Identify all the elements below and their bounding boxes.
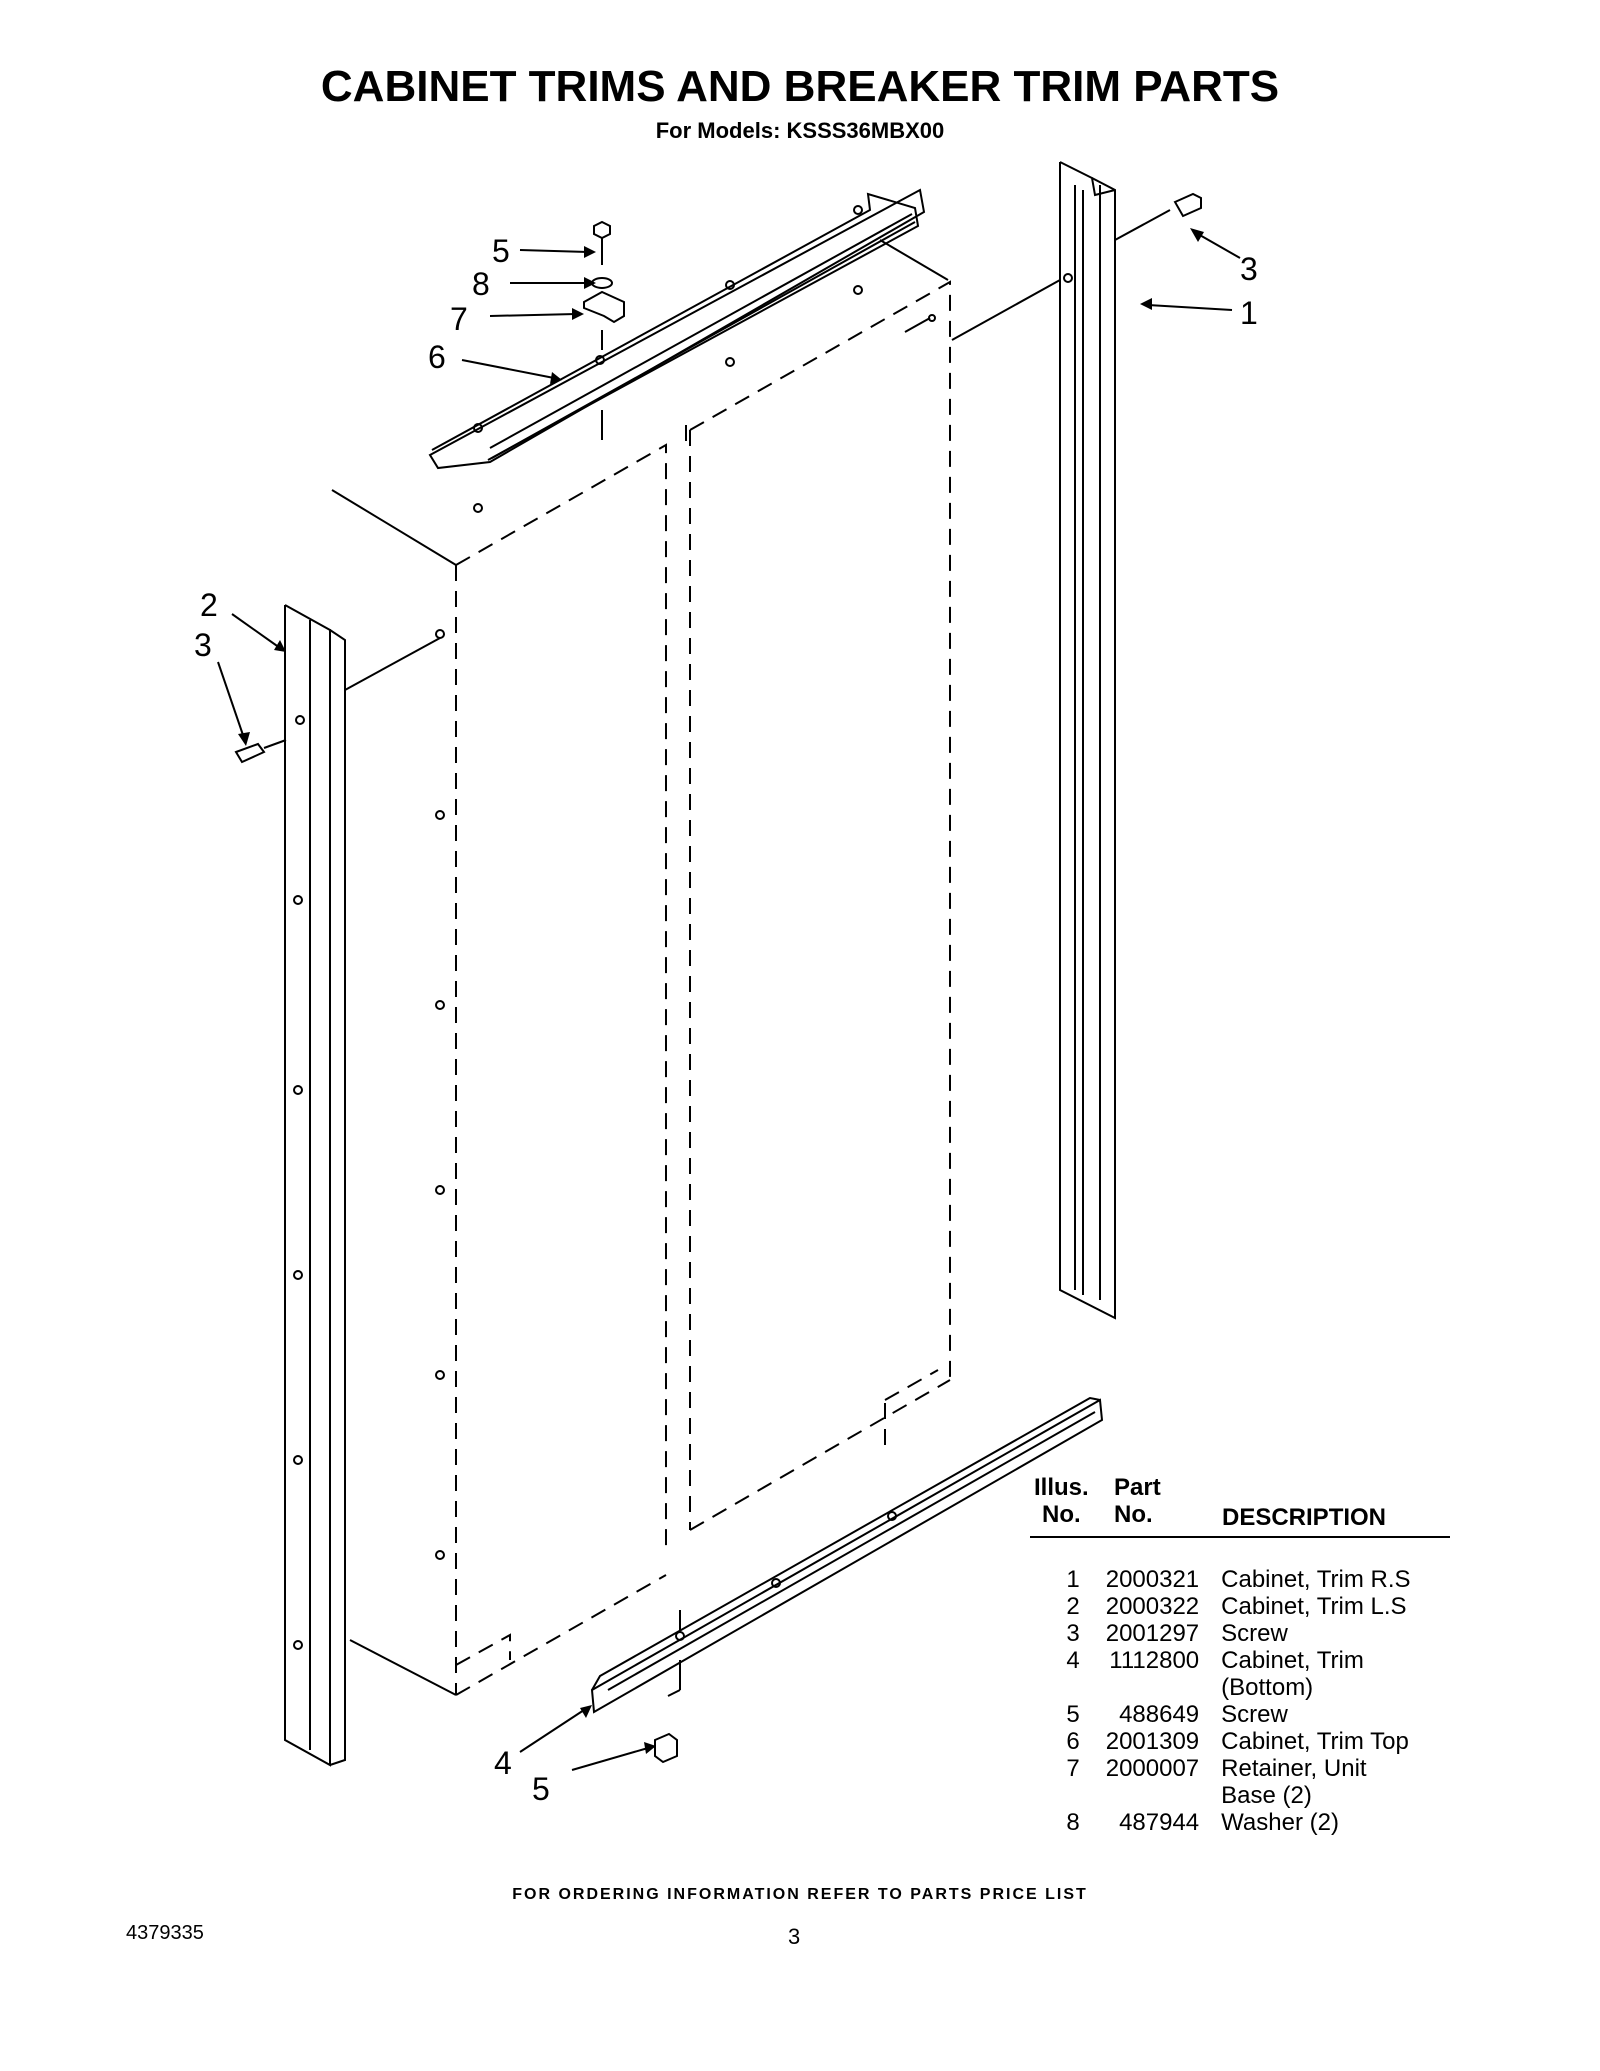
exploded-parts-diagram: 5 8 7 6 3 1 2 3 4 5 (194, 161, 1258, 1807)
top-trim-part (428, 188, 926, 513)
part-description: Washer (2) (1221, 1809, 1339, 1836)
part-no: 2001297 (1105, 1620, 1200, 1647)
table-row: 2 2000322 Cabinet, Trim L.S (1030, 1593, 1450, 1620)
illus-no: 7 (1066, 1755, 1080, 1782)
table-row: 3 2001297 Screw (1030, 1620, 1450, 1647)
ordering-note: FOR ORDERING INFORMATION REFER TO PARTS … (512, 1886, 1088, 1903)
page-title: CABINET TRIMS AND BREAKER TRIM PARTS (320, 62, 1280, 111)
model-subtitle: For Models: KSSS36MBX00 (655, 118, 945, 143)
parts-table: Illus. No. Part No. DESCRIPTION 1 200032… (1030, 1474, 1450, 1836)
illus-no: 1 (1066, 1566, 1080, 1593)
header-part: Part No. (1114, 1474, 1161, 1528)
bottom-trim-part (590, 1396, 1104, 1764)
illus-no: 6 (1066, 1728, 1080, 1755)
illus-no: 3 (1066, 1620, 1080, 1647)
part-description: Retainer, Unit Base (2) (1221, 1755, 1367, 1809)
table-row: 6 2001309 Cabinet, Trim Top (1030, 1728, 1450, 1755)
cabinet-outline (455, 280, 951, 1696)
page-number: 3 (788, 1924, 801, 1949)
parts-table-rows: 1 2000321 Cabinet, Trim R.S 2 2000322 Ca… (1030, 1566, 1450, 1836)
illus-no: 2 (1066, 1593, 1080, 1620)
callout-6: 6 (428, 339, 446, 375)
callout-3-left: 3 (194, 627, 212, 663)
callout-1: 1 (1240, 295, 1258, 331)
callout-labels: 5 8 7 6 3 1 2 3 4 5 (194, 233, 1258, 1807)
part-description: Screw (1221, 1701, 1288, 1728)
table-row: 4 1112800 Cabinet, Trim (Bottom) (1030, 1647, 1450, 1701)
callout-8: 8 (472, 266, 490, 302)
illus-no: 5 (1066, 1701, 1080, 1728)
part-no: 2000321 (1105, 1566, 1200, 1593)
part-no: 2000322 (1105, 1593, 1200, 1620)
leader-lines (217, 233, 1241, 1771)
leader-arrowheads (238, 228, 1204, 1754)
part-no: 488649 (1119, 1701, 1200, 1728)
table-row: 7 2000007 Retainer, Unit Base (2) (1030, 1755, 1450, 1809)
part-description: Cabinet, Trim Top (1221, 1728, 1409, 1755)
table-row: 5 488649 Screw (1030, 1701, 1450, 1728)
document-number: 4379335 (126, 1922, 204, 1944)
part-no: 1112800 (1109, 1647, 1200, 1674)
part-description: Cabinet, Trim L.S (1221, 1593, 1407, 1620)
part-no: 2001309 (1105, 1728, 1200, 1755)
table-row: 8 487944 Washer (2) (1030, 1809, 1450, 1836)
part-description: Cabinet, Trim R.S (1221, 1566, 1411, 1593)
part-no: 487944 (1119, 1809, 1200, 1836)
callout-5-top: 5 (492, 233, 510, 269)
header-illus: Illus. No. (1034, 1474, 1089, 1528)
callout-2: 2 (200, 587, 218, 623)
illus-no: 8 (1066, 1809, 1080, 1836)
illus-no: 4 (1066, 1647, 1080, 1674)
left-trim-part (234, 604, 445, 1767)
callout-3-right: 3 (1240, 251, 1258, 287)
right-trim-part (904, 161, 1202, 1320)
callout-5-bottom: 5 (532, 1771, 550, 1807)
parts-table-header: Illus. No. Part No. DESCRIPTION (1030, 1474, 1450, 1538)
table-row: 1 2000321 Cabinet, Trim R.S (1030, 1566, 1450, 1593)
callout-4: 4 (494, 1745, 512, 1781)
header-description: DESCRIPTION (1222, 1504, 1387, 1531)
callout-7: 7 (450, 301, 468, 337)
part-description: Screw (1221, 1620, 1288, 1647)
part-no: 2000007 (1105, 1755, 1200, 1782)
part-description: Cabinet, Trim (Bottom) (1221, 1647, 1364, 1701)
